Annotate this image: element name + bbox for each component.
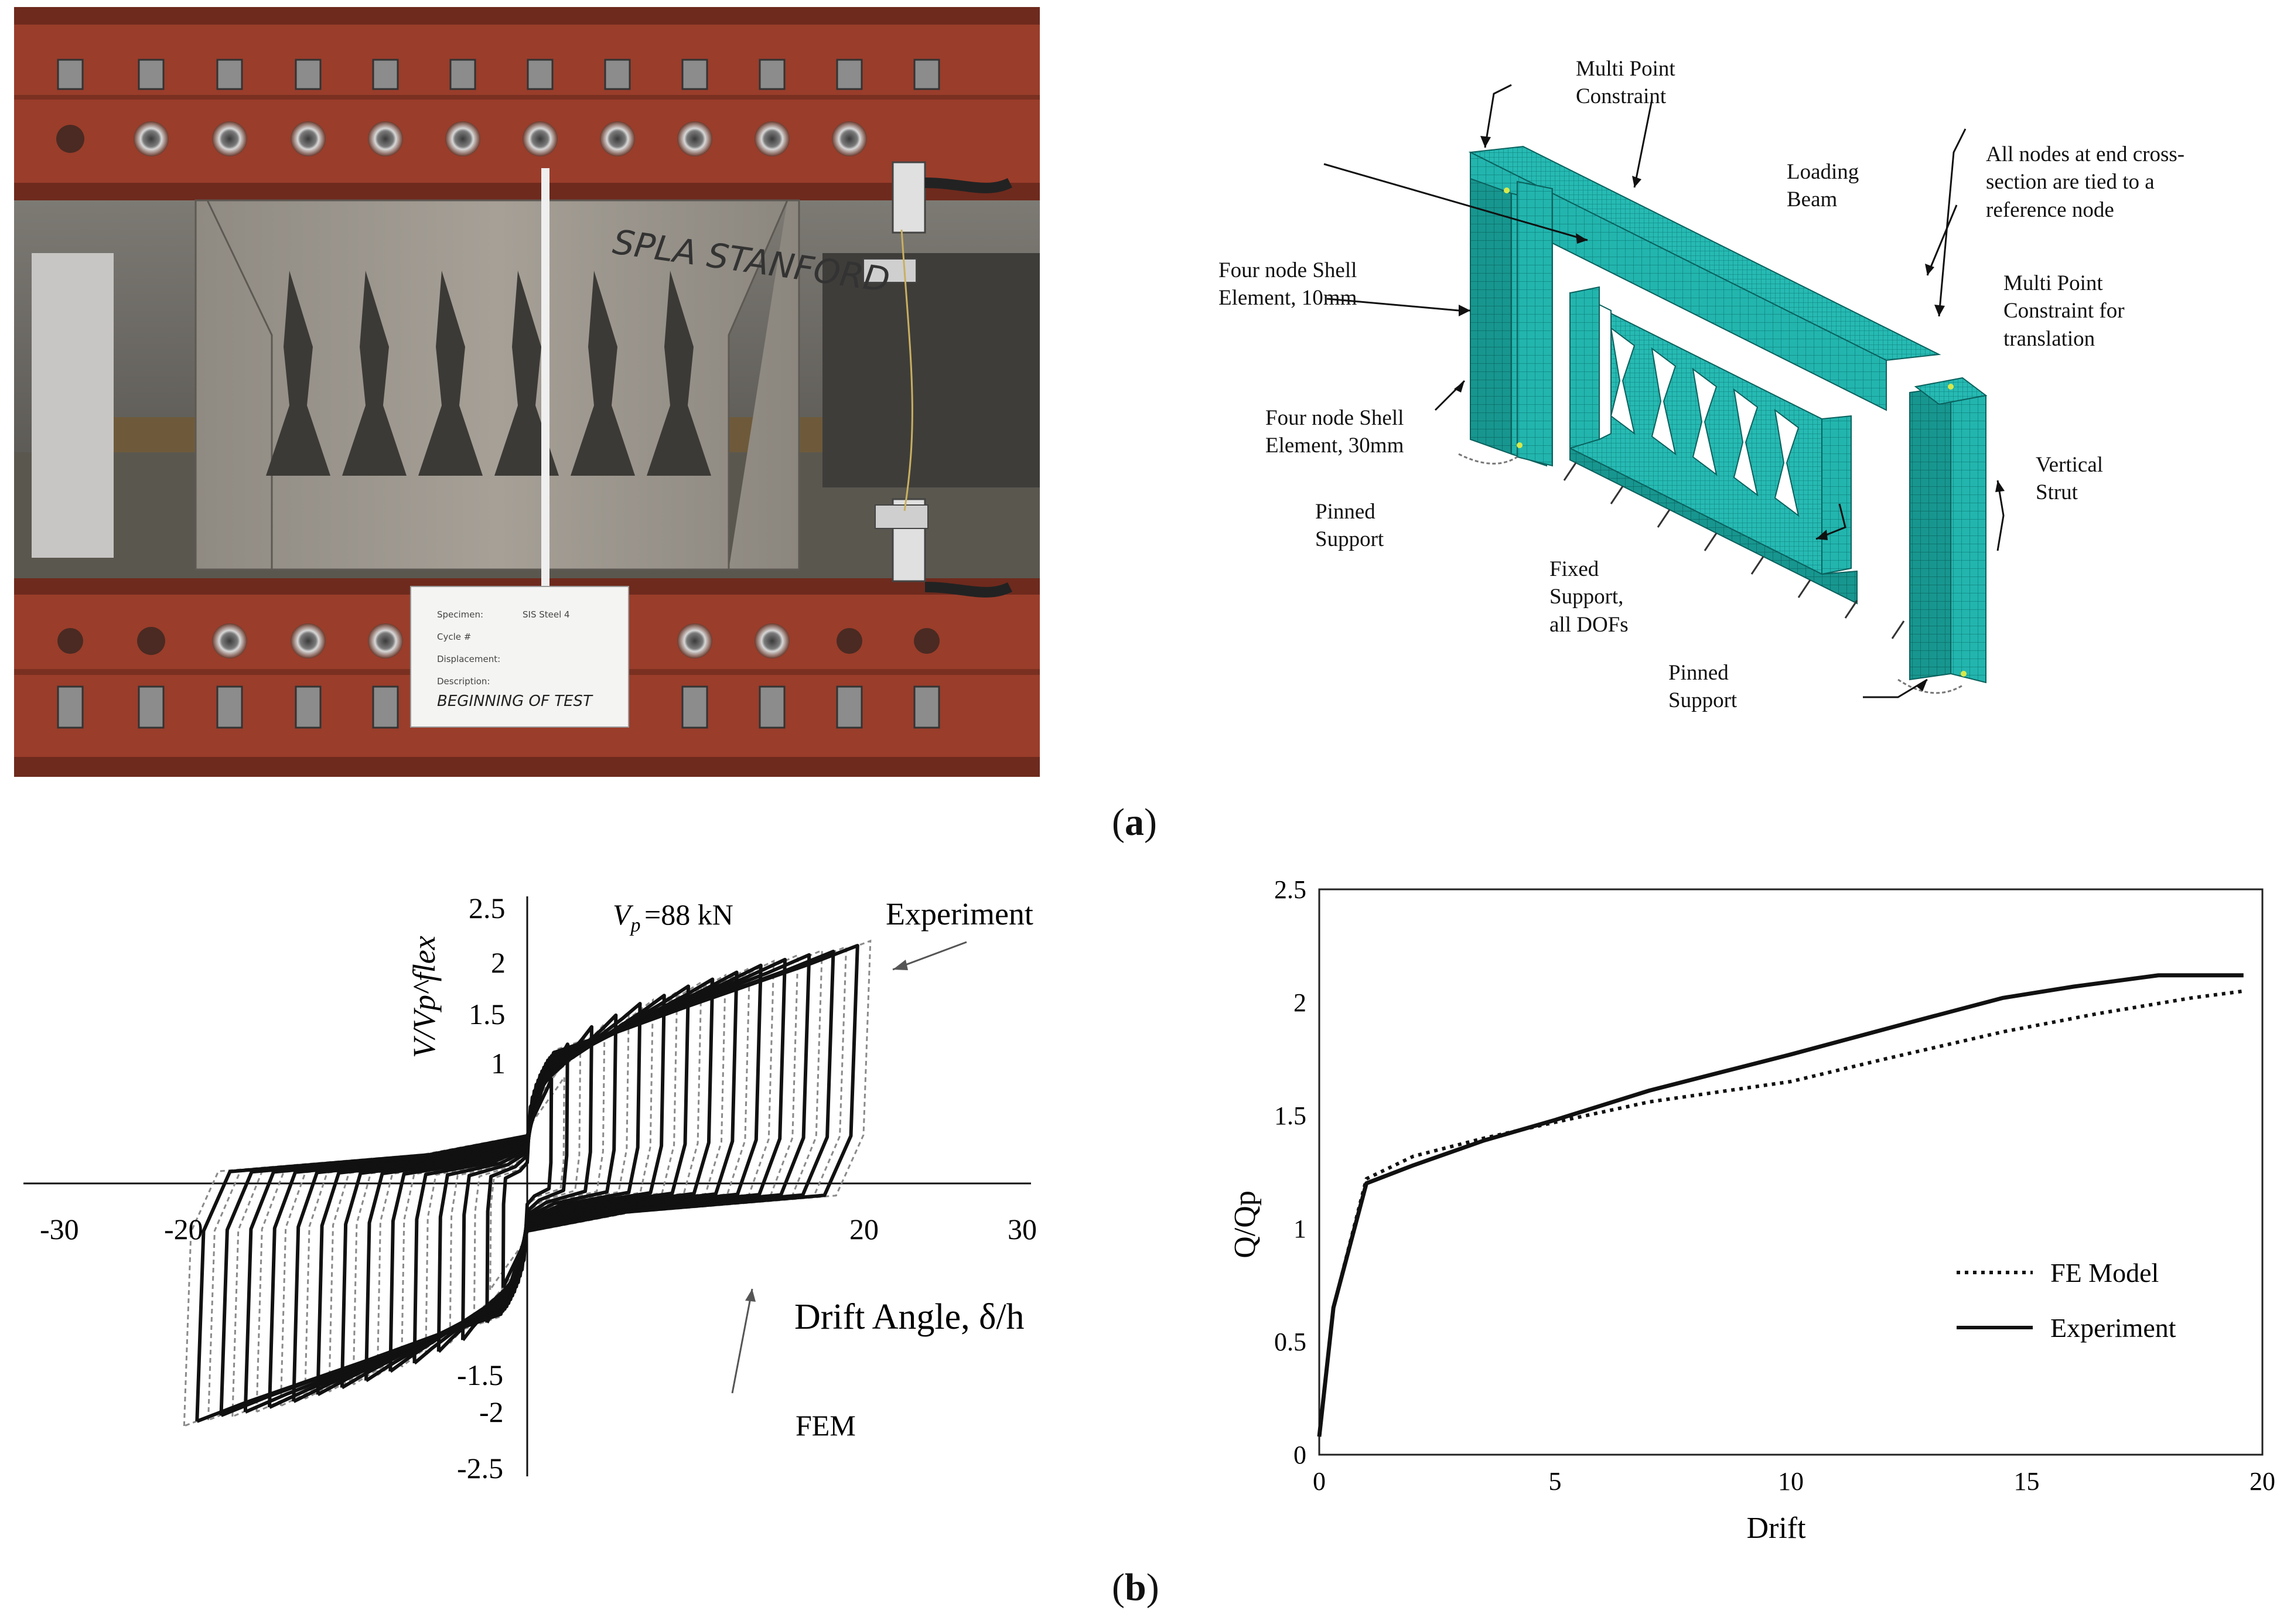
hyst-xtick--30: -30 — [40, 1213, 79, 1246]
fe-model-drawing — [1323, 84, 2005, 698]
label-shell-element-30mm: Four node Shell Element, 30mm — [1265, 406, 1404, 458]
label-all-nodes-tied: All nodes at end cross- section are tied… — [1986, 142, 2185, 222]
pushover-ytick: 0.5 — [1274, 1328, 1306, 1356]
hyst-ytick--2: -2 — [479, 1396, 504, 1428]
specimen-card: Specimen: SIS Steel 4 Cycle # Displaceme… — [410, 586, 629, 728]
pushover-ytick: 0 — [1293, 1441, 1306, 1469]
hyst-ytick--2.5: -2.5 — [457, 1452, 503, 1485]
card-specimen-value: SIS Steel 4 — [523, 609, 570, 620]
legend-label-experiment: Experiment — [2050, 1313, 2176, 1343]
pushover-xtick: 5 — [1549, 1467, 1562, 1496]
test-setup-photo: SPLA STANFORD Specimen: SIS Steel 4 Cycl… — [14, 7, 1040, 777]
label-multi-point-constraint: Multi Point Constraint — [1576, 57, 1675, 109]
label-shell-element-10mm: Four node Shell Element, 10mm — [1218, 258, 1357, 311]
hyst-label-fem: FEM — [796, 1409, 856, 1442]
pushover-plot-frame — [1318, 888, 2264, 1456]
caption-b: (b) — [1112, 1566, 1159, 1609]
fem-loop — [449, 1021, 606, 1344]
pushover-xtick: 15 — [2014, 1467, 2040, 1496]
label-vertical-strut: Vertical Strut — [2036, 453, 2104, 505]
label-pinned-support-right: Pinned Support — [1668, 661, 1738, 713]
pushover-ytick: 1.5 — [1274, 1101, 1306, 1130]
series-experiment — [1317, 973, 2244, 1437]
hyst-ytick-1.5: 1.5 — [469, 998, 506, 1031]
hyst-ytick-2: 2 — [491, 946, 506, 979]
pushover-ylabel: Q/Qp — [1228, 1190, 1262, 1258]
hyst-xtick-30: 30 — [1008, 1213, 1037, 1246]
label-fixed-support: Fixed Support, all DOFs — [1549, 557, 1629, 637]
hyst-xtick--20: -20 — [164, 1213, 203, 1246]
pushover-ytick: 2 — [1293, 988, 1306, 1017]
hyst-vp-symbol: Vp — [613, 898, 641, 936]
pushover-legend: FE Model Experiment — [1957, 1258, 2176, 1343]
card-description-value: BEGINNING OF TEST — [437, 692, 592, 710]
card-specimen-label: Specimen: — [437, 609, 484, 620]
card-displacement-label: Displacement: — [437, 654, 501, 664]
caption-a: (a) — [1112, 801, 1157, 844]
pushover-ytick: 2.5 — [1274, 875, 1306, 904]
hyst-ytick-2.5: 2.5 — [469, 892, 506, 924]
card-cycle-label: Cycle # — [437, 632, 472, 642]
label-loading-beam: Loading Beam — [1787, 160, 1859, 212]
label-mpc-translation: Multi Point Constraint for translation — [2003, 271, 2125, 351]
hyst-ytick--1.5: -1.5 — [457, 1359, 503, 1391]
hyst-ytick-1: 1 — [491, 1047, 506, 1080]
experiment-loop — [195, 944, 859, 1423]
pushover-xlabel: Drift — [1746, 1512, 1806, 1545]
label-pinned-support-left: Pinned Support — [1315, 500, 1384, 552]
pushover-xtick: 0 — [1313, 1467, 1326, 1496]
hyst-xlabel: Drift Angle, δ/h — [794, 1297, 1025, 1337]
pushover-chart: 0 5 10 15 20 0 0.5 1 1.5 2 2.5 Q/Qp Drift FE Model… — [1201, 867, 2287, 1553]
pushover-ytick: 1 — [1293, 1214, 1306, 1243]
series-fe-model — [1317, 989, 2244, 1437]
hyst-vp-annotation: =88 kN — [644, 898, 733, 931]
fe-model-diagram: Multi Point Constraint Loading Beam All … — [1166, 35, 2267, 756]
card-description-label: Description: — [437, 676, 490, 687]
pushover-xtick: 10 — [1778, 1467, 1804, 1496]
hyst-xtick-20: 20 — [849, 1213, 879, 1246]
hysteresis-chart: -30 -20 20 30 2.5 2 1.5 1 -1.5 -2 -2.5 V… — [0, 873, 1101, 1506]
hyst-ylabel: V/Vp^flex — [407, 936, 442, 1058]
hyst-label-experiment: Experiment — [886, 896, 1033, 932]
pushover-xtick: 20 — [2250, 1467, 2275, 1496]
legend-label-fe-model: FE Model — [2050, 1258, 2159, 1288]
